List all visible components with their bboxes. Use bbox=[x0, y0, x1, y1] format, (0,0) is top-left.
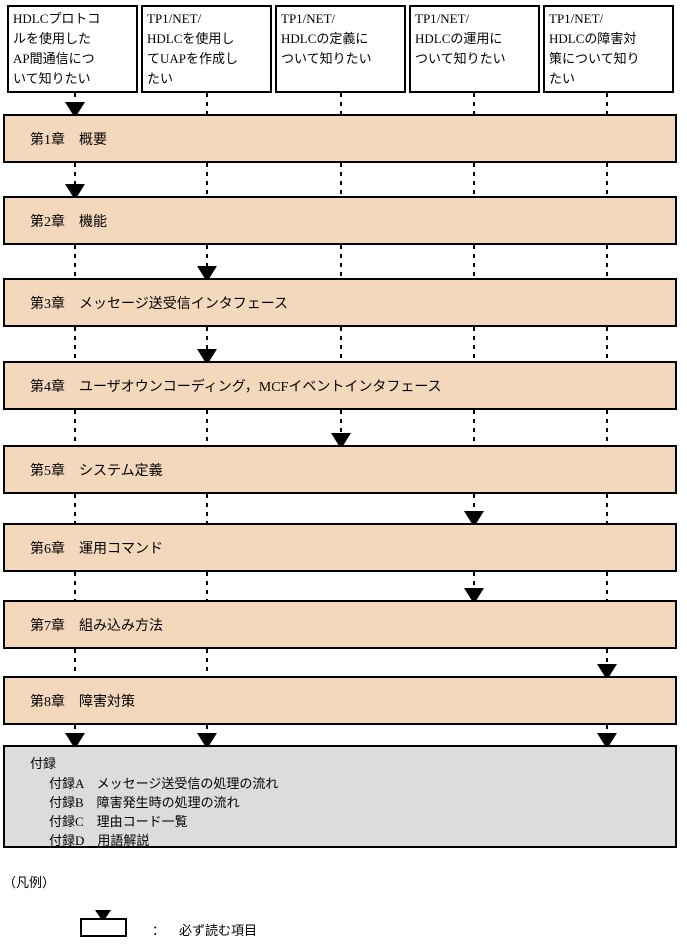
appendix-item-c: 付録C 理由コード一覧 bbox=[49, 814, 188, 829]
flow-dashed-line bbox=[606, 410, 608, 445]
flow-dashed-line bbox=[74, 494, 76, 523]
appendix-title: 付録 bbox=[30, 756, 57, 771]
flow-dashed-line bbox=[340, 93, 342, 114]
flow-dashed-line bbox=[473, 245, 475, 278]
flow-dashed-line bbox=[74, 410, 76, 445]
chapter-bar-1: 第1章 概要 bbox=[3, 114, 677, 163]
legend-text: ： 必ず読む項目 bbox=[152, 920, 257, 939]
flow-dashed-line bbox=[473, 572, 475, 588]
legend-sample-box bbox=[80, 918, 127, 937]
flow-dashed-line bbox=[606, 163, 608, 196]
flow-dashed-line bbox=[74, 93, 76, 102]
flow-dashed-line bbox=[74, 649, 76, 676]
flow-dashed-line bbox=[340, 245, 342, 278]
flow-dashed-line bbox=[606, 649, 608, 664]
chapter-label: 第8章 障害対策 bbox=[30, 694, 135, 710]
flow-dashed-line bbox=[340, 327, 342, 361]
flow-dashed-line bbox=[74, 163, 76, 184]
flow-dashed-line bbox=[606, 494, 608, 523]
chapter-label: 第3章 メッセージ送受信インタフェース bbox=[30, 296, 289, 312]
flow-dashed-line bbox=[74, 245, 76, 278]
flow-dashed-line bbox=[74, 572, 76, 600]
flow-dashed-line bbox=[206, 494, 208, 523]
goal-box-operation: TP1/NET/ HDLCの運用に ついて知りたい bbox=[409, 5, 540, 93]
chapter-label: 第5章 システム定義 bbox=[30, 463, 163, 479]
flow-dashed-line bbox=[206, 93, 208, 114]
goal-box-definition: TP1/NET/ HDLCの定義に ついて知りたい bbox=[275, 5, 406, 93]
flow-dashed-line bbox=[473, 163, 475, 196]
legend-separator: ： bbox=[152, 923, 166, 938]
chapter-bar-3: 第3章 メッセージ送受信インタフェース bbox=[3, 278, 677, 327]
flow-dashed-line bbox=[340, 163, 342, 196]
appendix-item-b: 付録B 障害発生時の処理の流れ bbox=[49, 795, 240, 810]
chapter-bar-2: 第2章 機能 bbox=[3, 196, 677, 245]
flow-dashed-line bbox=[606, 93, 608, 114]
goal-box-troubleshooting: TP1/NET/ HDLCの障害対 策について知り たい bbox=[543, 5, 674, 93]
flow-dashed-line bbox=[206, 410, 208, 445]
chapter-bar-6: 第6章 運用コマンド bbox=[3, 523, 677, 572]
chapter-bar-7: 第7章 組み込み方法 bbox=[3, 600, 677, 649]
chapter-bar-5: 第5章 システム定義 bbox=[3, 445, 677, 494]
flow-dashed-line bbox=[206, 725, 208, 733]
flow-dashed-line bbox=[606, 572, 608, 600]
flow-dashed-line bbox=[74, 725, 76, 733]
chapter-bar-4: 第4章 ユーザオウンコーディング，MCFイベントインタフェース bbox=[3, 361, 677, 410]
appendix-box: 付録 付録A メッセージ送受信の処理の流れ 付録B 障害発生時の処理の流れ 付録… bbox=[3, 745, 677, 848]
flow-dashed-line bbox=[206, 163, 208, 196]
legend-label: 必ず読む項目 bbox=[179, 923, 258, 938]
flow-dashed-line bbox=[606, 725, 608, 733]
flow-dashed-line bbox=[206, 245, 208, 266]
flow-dashed-line bbox=[340, 410, 342, 433]
chapter-label: 第6章 運用コマンド bbox=[30, 541, 163, 557]
flow-dashed-line bbox=[473, 494, 475, 511]
flow-dashed-line bbox=[206, 649, 208, 676]
chapter-bar-8: 第8章 障害対策 bbox=[3, 676, 677, 725]
chapter-label: 第4章 ユーザオウンコーディング，MCFイベントインタフェース bbox=[30, 379, 442, 395]
goal-box-ap-communication: HDLCプロトコ ルを使用した AP間通信につ いて知りたい bbox=[7, 5, 138, 93]
chapter-label: 第2章 機能 bbox=[30, 214, 107, 230]
chapter-label: 第1章 概要 bbox=[30, 132, 107, 148]
chapter-label: 第7章 組み込み方法 bbox=[30, 618, 163, 634]
appendix-item-a: 付録A メッセージ送受信の処理の流れ bbox=[49, 776, 279, 791]
flow-dashed-line bbox=[473, 93, 475, 114]
appendix-item-d: 付録D 用語解説 bbox=[49, 833, 150, 848]
flow-dashed-line bbox=[74, 327, 76, 361]
flow-dashed-line bbox=[606, 245, 608, 278]
legend-heading: （凡例） bbox=[3, 875, 56, 890]
flow-dashed-line bbox=[473, 327, 475, 361]
flow-dashed-line bbox=[606, 327, 608, 361]
flow-dashed-line bbox=[206, 572, 208, 600]
goal-box-create-uap: TP1/NET/ HDLCを使用し てUAPを作成し たい bbox=[141, 5, 272, 93]
flow-dashed-line bbox=[473, 410, 475, 445]
flow-dashed-line bbox=[206, 327, 208, 349]
